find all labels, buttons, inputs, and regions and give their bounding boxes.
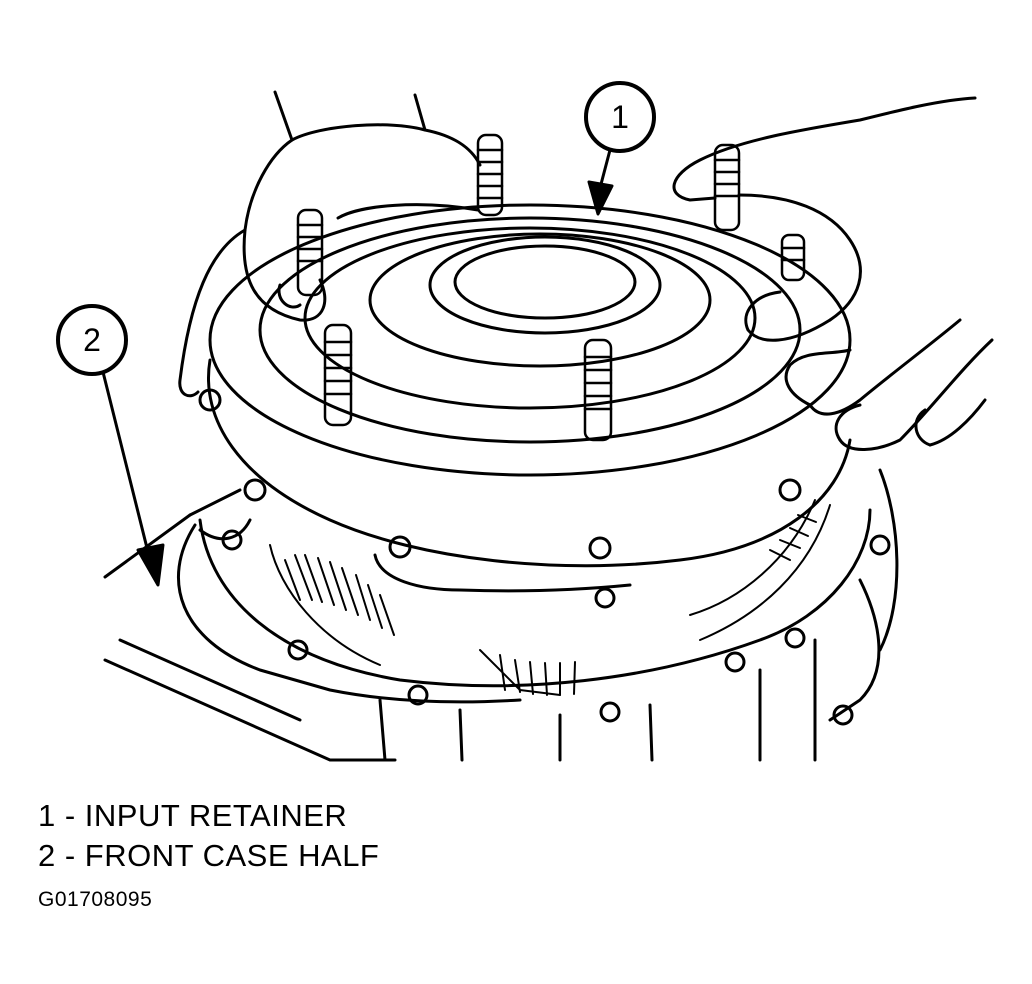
stud — [476, 133, 504, 217]
callout-1-leader — [587, 148, 614, 216]
callout-2-number: 2 — [83, 322, 101, 358]
stud — [713, 143, 741, 232]
input-retainer — [198, 203, 852, 609]
callout-2 — [56, 304, 128, 376]
stud — [323, 323, 353, 427]
callout-2-leader — [101, 370, 165, 587]
figure-id: G01708095 — [38, 888, 153, 911]
stud — [583, 338, 613, 442]
legend-item-front-case-half: 2 - FRONT CASE HALF — [38, 838, 380, 873]
left-hand — [178, 90, 482, 398]
legend-item-input-retainer: 1 - INPUT RETAINER — [38, 798, 348, 833]
stud — [780, 233, 806, 282]
studs — [296, 133, 806, 442]
stud — [296, 208, 324, 297]
callout-1 — [584, 81, 656, 153]
internal-gears — [269, 499, 831, 696]
callout-1-number: 1 — [611, 99, 629, 135]
front-case-half — [177, 468, 899, 762]
right-hand — [672, 96, 994, 451]
